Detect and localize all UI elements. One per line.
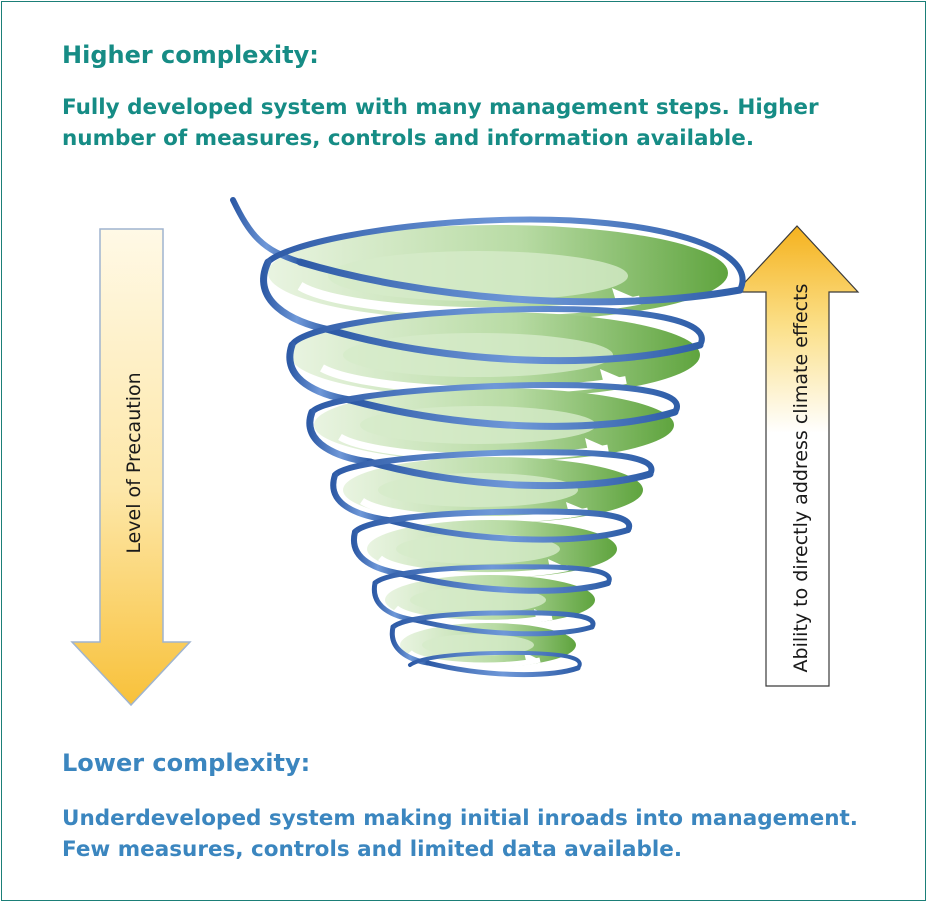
spiral-cone (230, 197, 746, 678)
climate-ability-label: Ability to directly address climate effe… (790, 284, 812, 673)
up-arrow-icon (734, 225, 860, 687)
higher-complexity-heading: Higher complexity: (62, 41, 319, 69)
down-arrow-icon (70, 228, 192, 707)
spiral-band (230, 197, 746, 678)
lower-complexity-heading: Lower complexity: (62, 749, 311, 777)
climate-ability-arrow: Ability to directly address climate effe… (734, 225, 860, 687)
spiral-levels (268, 225, 728, 668)
lower-complexity-description: Underdeveloped system making initial inr… (62, 806, 858, 862)
precaution-label: Level of Precaution (123, 372, 145, 553)
higher-complexity-description: Fully developed system with many managem… (62, 95, 819, 151)
precaution-arrow: Level of Precaution (70, 228, 192, 707)
